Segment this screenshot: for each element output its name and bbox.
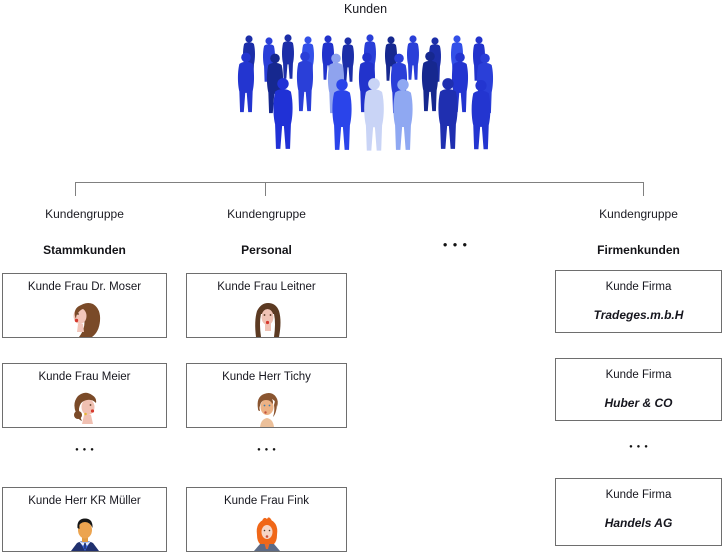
- customer-name: Kunde Frau Fink: [223, 495, 309, 507]
- company-name: Handels AG: [604, 516, 673, 530]
- customer-name: Kunde Frau Meier: [38, 371, 131, 383]
- group-label-firmenkunden: Kundengruppe: [599, 207, 678, 221]
- group-label-personal: Kundengruppe: [227, 207, 306, 221]
- connector-tick-left: [75, 182, 76, 196]
- group-name-personal: Personal: [241, 243, 292, 257]
- man-dark-hair-suit-avatar-icon: [70, 518, 99, 551]
- customer-card-fink: Kunde Frau Fink: [186, 487, 347, 552]
- ellipsis-icon: ●●●: [442, 240, 473, 249]
- woman-updo-hair-avatar-icon: [73, 392, 96, 424]
- ellipsis-icon: ●●●: [257, 447, 280, 453]
- company-name: Tradeges.m.b.H: [593, 308, 684, 322]
- customer-name: Kunde Firma: [605, 489, 672, 501]
- customer-card-meier: Kunde Frau Meier: [2, 363, 167, 428]
- customer-name: Kunde Frau Leitner: [217, 281, 316, 293]
- customer-card-tradeges: Kunde Firma Tradeges.m.b.H: [555, 270, 722, 333]
- customer-card-mueller: Kunde Herr KR Müller: [2, 487, 167, 552]
- customer-card-huber: Kunde Firma Huber & CO: [555, 358, 722, 421]
- group-label-stammkunden: Kundengruppe: [45, 207, 124, 221]
- customer-name: Kunde Firma: [605, 369, 672, 381]
- ellipsis-icon: ●●●: [629, 444, 652, 450]
- company-name: Huber & CO: [604, 396, 673, 410]
- customer-name: Kunde Frau Dr. Moser: [27, 281, 142, 293]
- customer-name: Kunde Herr KR Müller: [28, 495, 141, 507]
- woman-long-brown-hair-avatar-icon: [73, 303, 100, 337]
- woman-dark-long-hair-avatar-icon: [254, 303, 280, 337]
- connector-tick-right: [643, 182, 644, 196]
- ellipsis-icon: ●●●: [75, 447, 98, 453]
- woman-red-hair-avatar-icon: [253, 517, 280, 551]
- group-name-firmenkunden: Firmenkunden: [597, 243, 680, 257]
- customer-name: Kunde Herr Tichy: [222, 371, 311, 383]
- diagram-title: Kunden: [343, 2, 388, 16]
- connector-horizontal-line: [75, 182, 644, 183]
- connector-tick-middle: [265, 182, 266, 196]
- crowd-of-people-icon: [237, 34, 494, 151]
- man-brown-hair-avatar-icon: [257, 393, 278, 427]
- customer-card-handels: Kunde Firma Handels AG: [555, 478, 722, 546]
- customer-card-leitner: Kunde Frau Leitner: [186, 273, 347, 338]
- customer-card-tichy: Kunde Herr Tichy: [186, 363, 347, 428]
- customer-name: Kunde Firma: [605, 281, 672, 293]
- group-name-stammkunden: Stammkunden: [43, 243, 126, 257]
- customer-card-moser: Kunde Frau Dr. Moser: [2, 273, 167, 338]
